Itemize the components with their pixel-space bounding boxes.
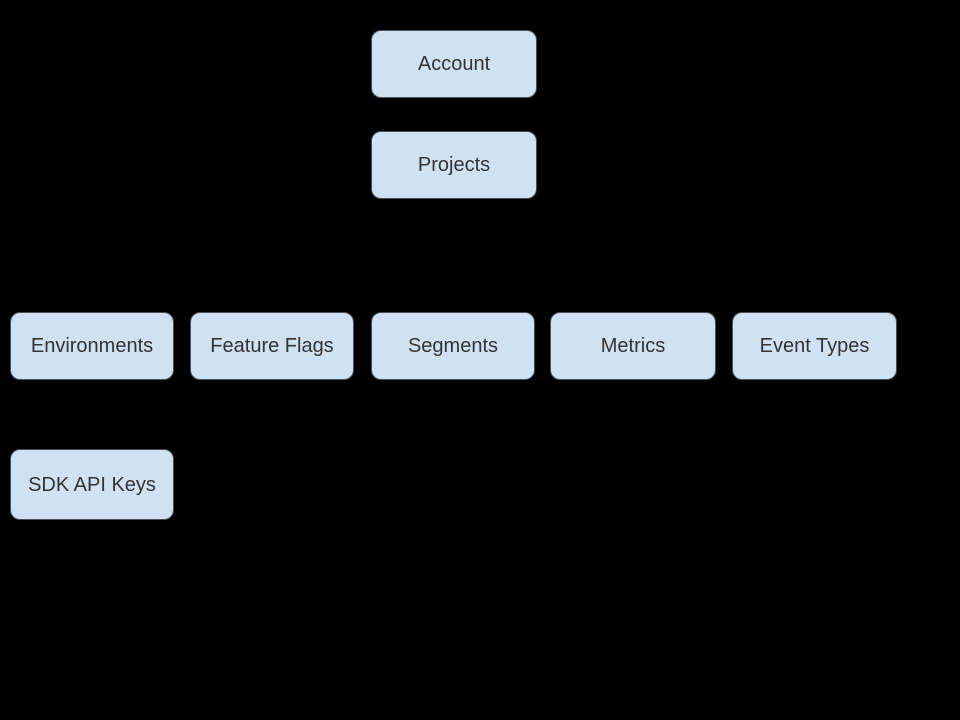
node-projects-label: Projects xyxy=(417,154,491,176)
node-projects: Projects xyxy=(371,131,537,199)
node-metrics: Metrics xyxy=(550,312,716,380)
node-sdk-api-keys-label: SDK API Keys xyxy=(28,473,156,496)
node-metrics-label: Metrics xyxy=(600,335,666,357)
node-environments: Environments xyxy=(10,312,174,380)
node-sdk-api-keys: SDK API Keys xyxy=(10,449,174,520)
node-feature-flags: Feature Flags xyxy=(190,312,354,380)
node-account-label: Account xyxy=(417,53,491,75)
node-account: Account xyxy=(371,30,537,98)
node-feature-flags-label: Feature Flags xyxy=(210,335,334,357)
node-segments-label: Segments xyxy=(407,335,499,357)
node-event-types-label: Event Types xyxy=(759,335,870,357)
node-environments-label: Environments xyxy=(30,335,154,357)
node-segments: Segments xyxy=(371,312,535,380)
node-event-types: Event Types xyxy=(732,312,897,380)
